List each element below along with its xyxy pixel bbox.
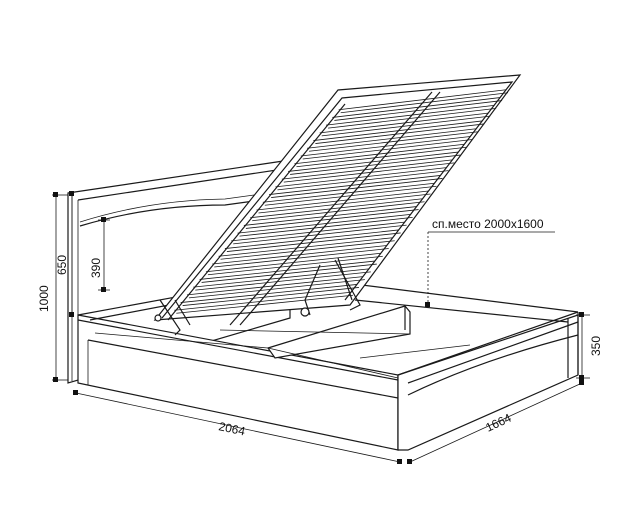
slat xyxy=(212,245,387,265)
lifted-slat-frame xyxy=(153,74,522,336)
slat-edge xyxy=(283,162,455,183)
slat xyxy=(193,268,369,288)
slat xyxy=(180,284,357,303)
label-2064: 2064 xyxy=(217,419,246,438)
slat-edge xyxy=(245,209,419,229)
dim-panel-height: 390 xyxy=(89,217,110,292)
slat xyxy=(307,128,477,149)
sleeping-area-label: сп.место 2000х1600 xyxy=(432,217,544,231)
slat xyxy=(250,198,423,219)
slat xyxy=(262,182,435,203)
label-350: 350 xyxy=(589,336,603,356)
slat-edge xyxy=(296,146,467,168)
slat xyxy=(325,104,495,126)
label-390: 390 xyxy=(89,258,103,278)
slats xyxy=(174,89,509,314)
slat-edge xyxy=(327,107,497,129)
slat-edge xyxy=(252,201,425,222)
slat xyxy=(313,120,483,141)
slat-edge xyxy=(334,100,503,121)
dim-base-height: 350 xyxy=(576,312,603,380)
slat-edge xyxy=(195,271,371,291)
slat-edge xyxy=(207,255,383,276)
slat-edge xyxy=(321,115,491,137)
slat xyxy=(319,112,489,134)
slat-edge xyxy=(302,139,473,160)
slat-edge xyxy=(226,232,401,252)
slat xyxy=(237,213,411,234)
slat xyxy=(231,221,405,242)
slat xyxy=(243,206,417,226)
slat-edge xyxy=(233,224,407,245)
slat-edge xyxy=(277,170,449,191)
label-1000: 1000 xyxy=(37,285,51,312)
slat-edge xyxy=(182,287,359,306)
slat-edge xyxy=(264,185,437,206)
slat-edge xyxy=(188,279,365,299)
slat xyxy=(199,260,375,280)
slat xyxy=(338,89,507,111)
slat-edge xyxy=(214,248,389,268)
slat xyxy=(269,175,441,195)
slat xyxy=(300,136,471,157)
slat xyxy=(174,291,352,311)
slat-edge xyxy=(290,154,461,175)
slat-edge xyxy=(220,240,395,260)
slat xyxy=(256,190,429,211)
slat xyxy=(186,276,363,296)
label-650: 650 xyxy=(55,255,69,275)
slat xyxy=(224,229,399,249)
slat xyxy=(332,97,501,118)
sleeping-area-callout: сп.место 2000х1600 xyxy=(425,217,555,307)
slat-edge xyxy=(315,123,485,144)
slat-edge xyxy=(309,131,479,152)
slat-edge xyxy=(201,263,377,283)
slat xyxy=(275,167,447,188)
slat-edge xyxy=(258,193,431,214)
slat-edge xyxy=(271,178,443,198)
dim-overall-height: 1000 xyxy=(37,192,68,382)
dim-headboard-height: 650 xyxy=(55,191,74,317)
slat xyxy=(218,237,393,257)
dim-length: 2064 xyxy=(73,390,402,464)
slat-edge xyxy=(340,92,509,114)
slat xyxy=(281,159,453,180)
slat xyxy=(294,143,465,165)
slat-edge xyxy=(176,294,354,314)
slat xyxy=(288,151,459,172)
foot-rail xyxy=(397,311,579,451)
slat-edge xyxy=(239,216,413,237)
slat xyxy=(205,252,381,273)
